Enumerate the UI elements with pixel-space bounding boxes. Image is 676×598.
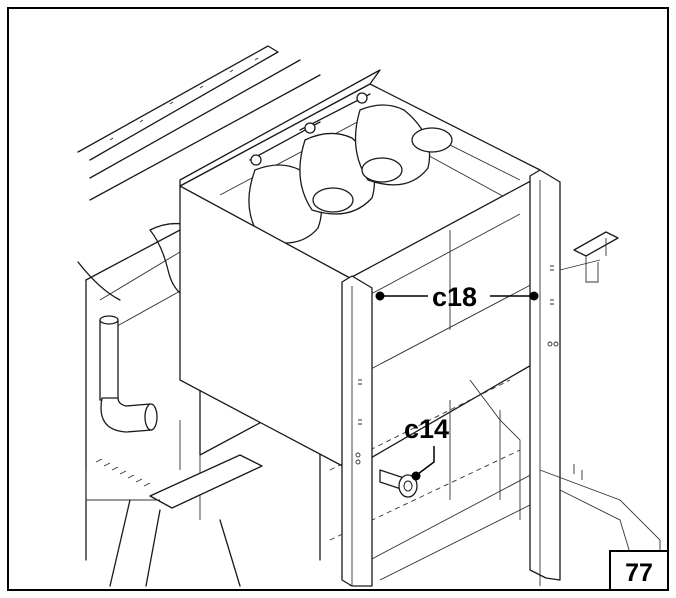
callout-c14-label: c14: [404, 414, 449, 444]
bolt-part: [379, 469, 418, 498]
callout-c14-leader: [411, 446, 435, 481]
rear-unit: [179, 69, 541, 341]
figure-frame: [7, 7, 669, 591]
callout-c18-leaders: [375, 291, 539, 301]
figure-number: 77: [625, 559, 653, 587]
side-bracket-left: [341, 275, 373, 587]
callout-dot-left: [375, 291, 385, 301]
pipe-cap: [99, 315, 119, 325]
right-bar: [559, 231, 619, 283]
callout-dot-fastener: [411, 471, 421, 481]
top-rails: [77, 45, 321, 201]
figure-number-box: [609, 550, 669, 591]
callout-dot-right: [529, 291, 539, 301]
callout-c18-label: c18: [432, 282, 477, 312]
side-bracket-right: [529, 169, 561, 581]
